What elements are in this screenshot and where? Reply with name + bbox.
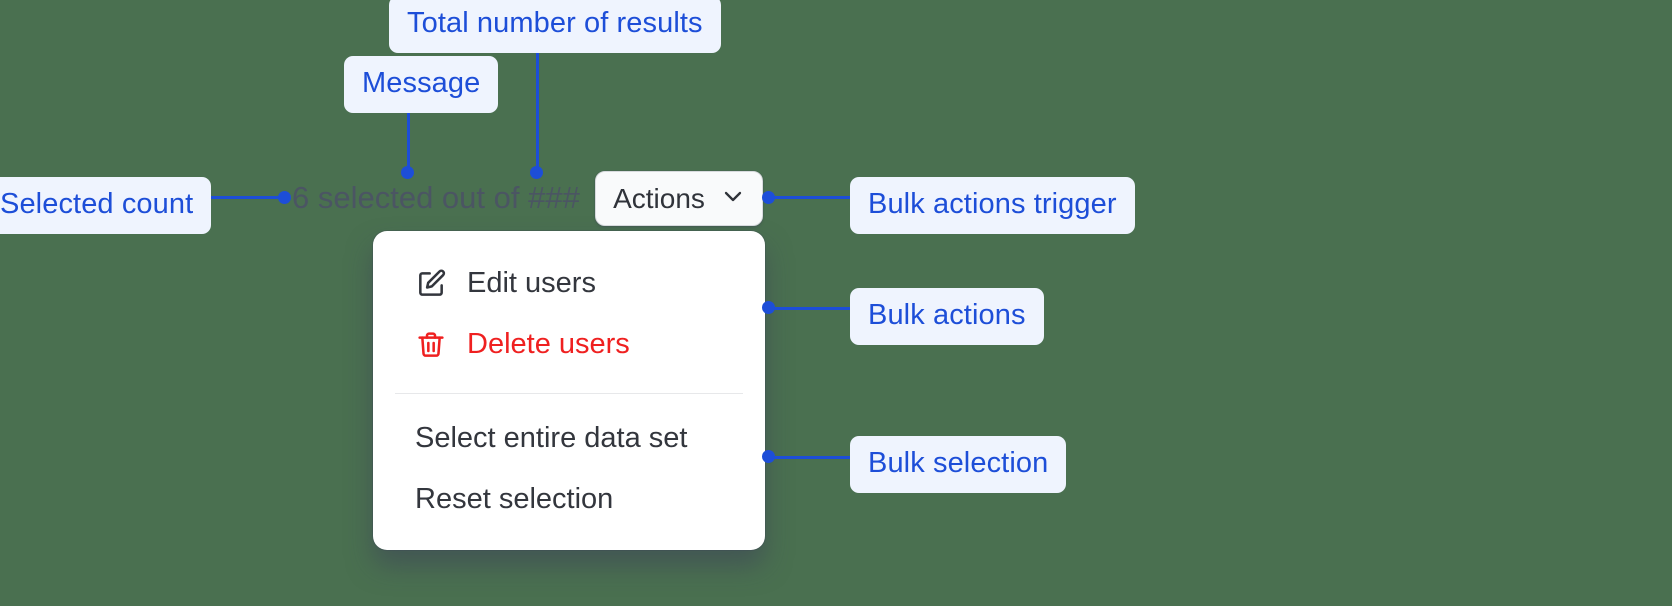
callout-bulk-selection: Bulk selection — [850, 436, 1067, 493]
bulk-actions-trigger-button[interactable]: Actions — [595, 171, 763, 226]
callout-total-number-of-results: Total number of results — [389, 0, 721, 53]
menu-item-select-entire-data-set[interactable]: Select entire data set — [373, 408, 765, 469]
bulk-actions-trigger-label: Actions — [613, 182, 705, 214]
leader-total-number-of-results — [536, 38, 539, 172]
menu-item-label: Delete users — [467, 328, 630, 361]
leader-dot-message — [401, 166, 414, 179]
leader-dot-bulk-actions-trigger — [762, 191, 775, 204]
selection-message: 6 selected out of ### — [292, 180, 580, 215]
bulk-actions-menu: Edit users Delete users Select entire da… — [373, 231, 765, 551]
leader-dot-bulk-selection — [762, 450, 775, 463]
leader-bulk-actions-trigger — [768, 196, 856, 199]
menu-item-label: Reset selection — [415, 483, 614, 516]
trash-icon — [415, 329, 447, 361]
chevron-down-icon — [721, 184, 745, 213]
leader-dot-total-number-of-results — [530, 166, 543, 179]
callout-selected-count: Selected count — [0, 177, 212, 234]
leader-bulk-actions — [768, 307, 856, 310]
edit-pencil-square-icon — [415, 268, 447, 300]
menu-item-edit-users[interactable]: Edit users — [373, 253, 765, 314]
callout-bulk-actions: Bulk actions — [850, 288, 1044, 345]
menu-item-reset-selection[interactable]: Reset selection — [373, 469, 765, 530]
menu-item-delete-users[interactable]: Delete users — [373, 314, 765, 375]
callout-bulk-actions-trigger: Bulk actions trigger — [850, 177, 1135, 234]
menu-item-label: Edit users — [467, 267, 596, 299]
menu-item-label: Select entire data set — [415, 421, 688, 454]
callout-message: Message — [344, 56, 499, 113]
leader-dot-selected-count — [278, 191, 291, 204]
leader-dot-bulk-actions — [762, 301, 775, 314]
leader-message — [407, 92, 410, 172]
menu-divider — [395, 392, 743, 394]
leader-selected-count — [200, 196, 290, 199]
leader-bulk-selection — [768, 456, 856, 459]
